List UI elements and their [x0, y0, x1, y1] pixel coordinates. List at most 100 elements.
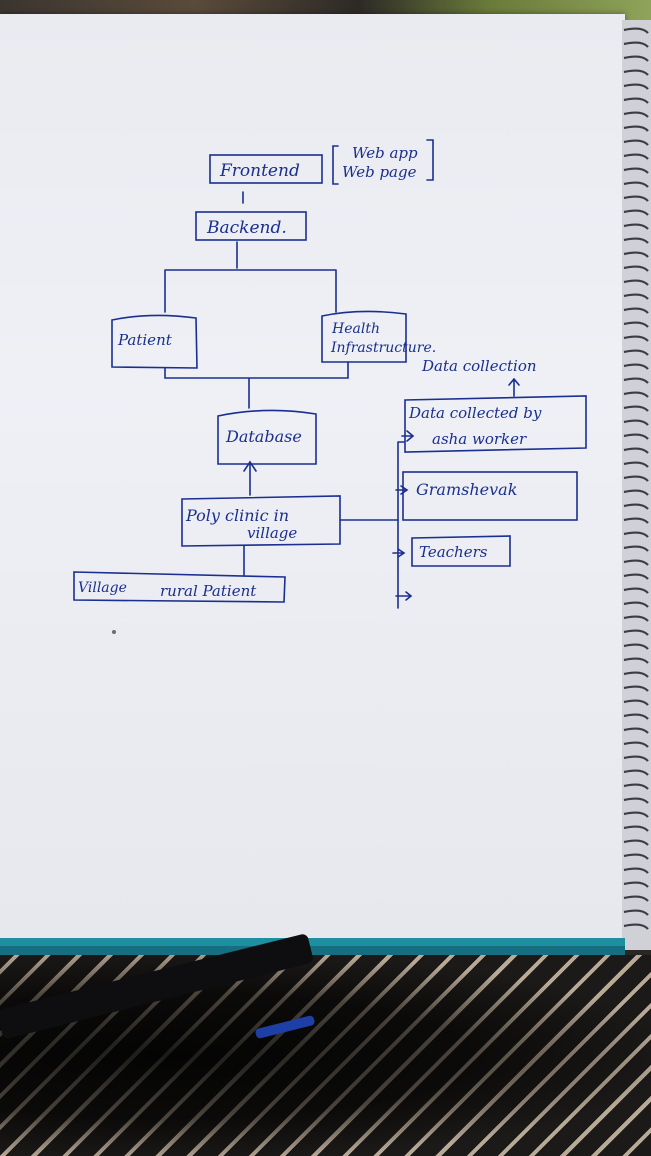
spiral-coil — [623, 97, 649, 104]
spiral-coil — [623, 447, 649, 454]
spiral-coil — [623, 153, 649, 160]
gramsevak-box — [402, 471, 578, 521]
spiral-coil — [623, 363, 649, 370]
webapp-note: Web app Web page — [332, 139, 434, 185]
spiral-coil — [623, 125, 649, 132]
arrow-to-asha — [401, 430, 415, 442]
spiral-coil — [623, 545, 649, 552]
data-collected-box — [404, 395, 587, 453]
frontend-box — [209, 154, 323, 184]
spiral-coil — [623, 55, 649, 62]
spiral-coil — [623, 27, 649, 34]
webapp-bracket-right — [426, 139, 434, 181]
health-infrastructure-node: Health Infrastructure. — [321, 310, 436, 363]
spiral-coil — [623, 797, 649, 804]
spiral-coil — [623, 727, 649, 734]
spiral-coil — [623, 503, 649, 510]
frontend-node: Frontend — [209, 154, 323, 184]
gramsevak-label: Gramshevak — [416, 480, 517, 499]
spiral-coil — [623, 461, 649, 468]
data-collection-arrow — [508, 377, 520, 397]
data-collection-label: Data collection — [421, 357, 537, 375]
spiral-coil — [623, 167, 649, 174]
arrow-to-teachers — [392, 548, 406, 558]
spiral-coil — [623, 517, 649, 524]
spiral-coil — [623, 643, 649, 650]
spiral-coil — [623, 629, 649, 636]
village-node: Village rural Patient — [73, 571, 286, 603]
notebook-page — [0, 14, 625, 944]
spiral-coil — [623, 867, 649, 874]
health-label-line1: Health — [331, 321, 380, 337]
page-speck — [112, 630, 116, 634]
spiral-coil — [623, 657, 649, 664]
spiral-coil — [623, 279, 649, 286]
spiral-coil — [623, 223, 649, 230]
spiral-coil — [623, 671, 649, 678]
frontend-label: Frontend — [219, 161, 300, 181]
patient-node: Patient — [111, 314, 198, 369]
spiral-coil — [623, 181, 649, 188]
spiral-coils — [623, 27, 649, 930]
webapp-line1: Web app — [352, 144, 418, 162]
spiral-coil — [623, 755, 649, 762]
database-label: Database — [225, 427, 302, 446]
data-collected-line1: Data collected by — [408, 404, 542, 422]
polyclinic-line2: village — [247, 524, 297, 542]
spiral-coil — [623, 139, 649, 146]
spiral-coil — [623, 293, 649, 300]
teachers-label: Teachers — [419, 543, 488, 561]
polyclinic-node: Poly clinic in village — [181, 495, 341, 547]
webapp-bracket-left — [332, 145, 339, 185]
teachers-box — [411, 535, 511, 567]
spiral-coil — [623, 895, 649, 902]
spiral-coil — [623, 433, 649, 440]
spiral-coil — [623, 909, 649, 916]
polyclinic-box — [181, 495, 341, 547]
spiral-coil — [623, 685, 649, 692]
spiral-coil — [623, 839, 649, 846]
merge-to-database-lines — [164, 361, 349, 409]
spiral-coil — [623, 405, 649, 412]
gramsevak-node: Gramshevak — [402, 471, 578, 521]
spiral-coil — [623, 251, 649, 258]
arrow-to-gramsevak — [395, 485, 409, 495]
polyclinic-to-database-arrow — [243, 460, 257, 496]
spiral-coil — [623, 741, 649, 748]
database-box — [217, 409, 317, 465]
right-bracket-line — [397, 441, 405, 609]
spiral-coil — [623, 587, 649, 594]
spiral-coil — [623, 209, 649, 216]
spiral-coil — [623, 377, 649, 384]
village-label: Village — [78, 580, 127, 596]
spiral-coil — [623, 531, 649, 538]
rural-patient-label: rural Patient — [160, 582, 257, 600]
webapp-line2: Web page — [342, 163, 417, 181]
spiral-coil — [623, 237, 649, 244]
teachers-node: Teachers — [411, 535, 511, 567]
backend-label: Backend. — [206, 218, 287, 238]
spiral-binding — [622, 20, 651, 950]
backend-box — [195, 211, 307, 241]
spiral-coil — [623, 923, 649, 930]
spiral-coil — [623, 769, 649, 776]
spiral-coil — [623, 811, 649, 818]
spiral-coil — [623, 41, 649, 48]
spiral-coil — [623, 881, 649, 888]
spiral-coil — [623, 489, 649, 496]
patient-label: Patient — [117, 331, 173, 349]
spiral-coil — [623, 195, 649, 202]
spiral-coil — [623, 559, 649, 566]
spiral-coil — [623, 349, 649, 356]
backend-branch-lines — [164, 241, 337, 313]
spiral-coil — [623, 69, 649, 76]
spiral-coil — [623, 307, 649, 314]
patient-box — [111, 314, 198, 369]
spiral-coil — [623, 825, 649, 832]
spiral-coil — [623, 475, 649, 482]
spiral-coil — [623, 699, 649, 706]
spiral-coil — [623, 83, 649, 90]
data-collected-line2: asha worker — [432, 430, 527, 448]
